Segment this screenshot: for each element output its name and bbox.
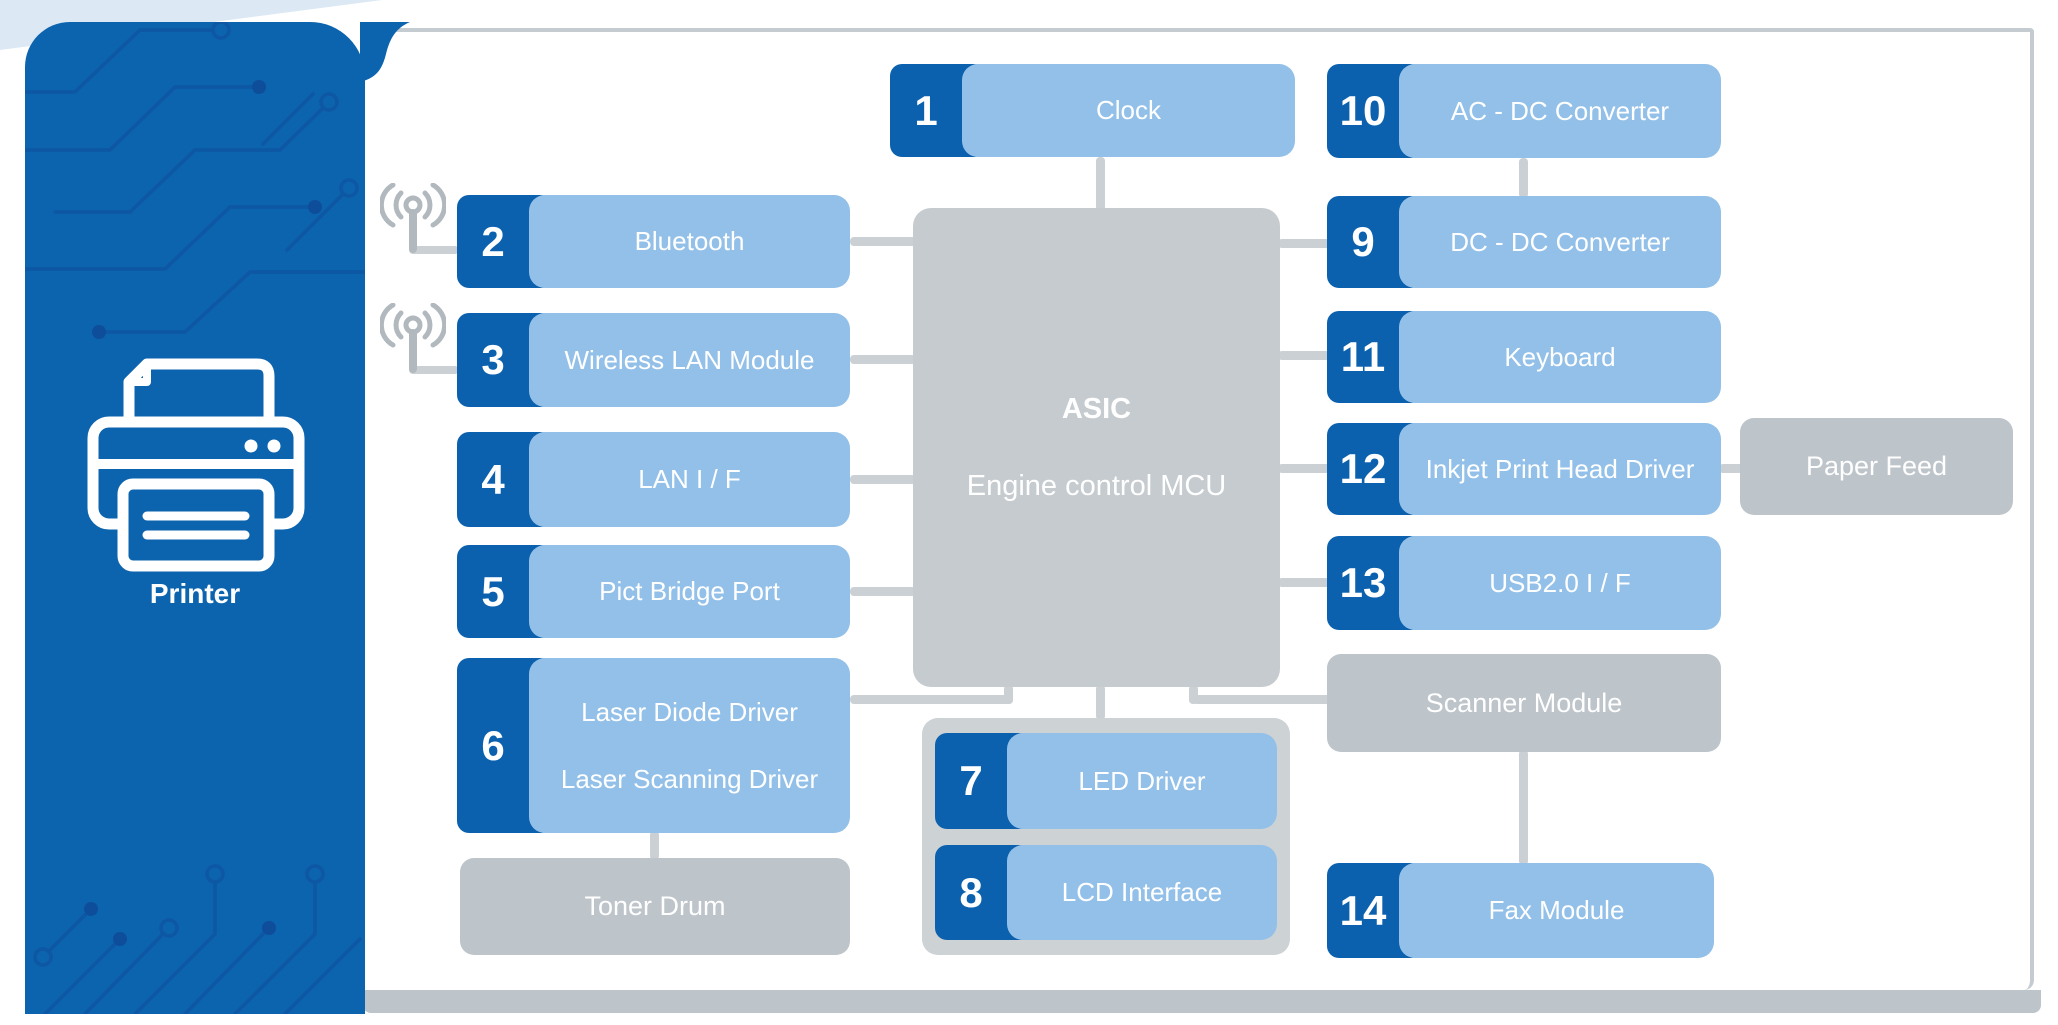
block-label: Toner Drum [584,891,726,921]
connector-antenna-bluetooth [409,246,459,254]
block-acdc-converter: 10 AC - DC Converter [1327,64,1721,158]
block-body: Wireless LAN Module [529,313,850,407]
antenna-icon [380,183,446,253]
block-label: Fax Module [1488,895,1625,925]
antenna-icon [380,303,446,373]
block-number: 4 [481,455,505,503]
block-label: Laser Diode Driver [581,696,798,727]
connector-asic-scanner-vertical [1189,685,1198,704]
block-laser-driver: 6 Laser Diode Driver Laser Scanning Driv… [457,658,850,833]
connector-asic-laser-horizontal [850,695,1013,704]
block-label: DC - DC Converter [1450,226,1670,257]
connector-asic-ledcontainer [1096,685,1105,720]
block-inkjet-head-driver: 12 Inkjet Print Head Driver [1327,423,1721,515]
sidebar-curl-decoration [360,22,410,82]
block-body: Clock [962,64,1295,157]
block-lan-if: 4 LAN I / F [457,432,850,527]
block-label: LCD Interface [1061,877,1223,907]
block-label: LAN I / F [638,464,741,494]
block-label: Bluetooth [634,226,745,256]
block-clock: 1 Clock [890,64,1295,157]
block-number: 11 [1340,333,1386,380]
block-body: LAN I / F [529,432,850,527]
block-label: LED Driver [1078,765,1206,796]
block-number: 12 [1339,445,1387,492]
block-number: 6 [481,721,505,769]
block-body: AC - DC Converter [1399,64,1721,158]
block-body: Inkjet Print Head Driver [1399,423,1721,515]
block-number: 14 [1339,886,1387,934]
block-body: Laser Diode Driver Laser Scanning Driver [529,658,850,833]
block-number: 7 [959,757,983,804]
block-label-2: Laser Scanning Driver [560,763,819,794]
block-label: Inkjet Print Head Driver [1425,453,1695,484]
block-number: 10 [1339,87,1387,134]
connector-bluetooth-asic [850,237,916,246]
connector-asic-usb [1278,578,1330,587]
block-number: 5 [481,567,505,615]
block-body: Bluetooth [529,195,850,288]
block-bluetooth: 2 Bluetooth [457,195,850,288]
connector-wlan-asic [850,355,916,364]
block-usb-if: 13 USB2.0 I / F [1327,536,1721,630]
block-led-driver: 7 LED Driver [935,733,1277,829]
block-scanner-module: Scanner Module [1327,654,1721,752]
block-pictbridge: 5 Pict Bridge Port [457,545,850,638]
connector-asic-inkjet [1278,464,1330,473]
block-body: Fax Module [1399,863,1714,958]
block-lcd-interface: 8 LCD Interface [935,845,1277,940]
connector-lan-asic [850,475,916,484]
connector-asic-scanner-horizontal [1193,695,1331,704]
block-number: 1 [914,86,938,134]
block-body: DC - DC Converter [1399,196,1721,288]
connector-asic-keyboard [1278,351,1330,360]
circuit-pattern-decoration [25,22,365,1014]
block-label: Scanner Module [1425,687,1623,718]
block-label: Wireless LAN Module [564,344,815,375]
block-label: AC - DC Converter [1450,95,1670,126]
connector-asic-laser-vertical [1004,685,1013,704]
block-body: LCD Interface [1007,845,1277,940]
connector-asic-dcdc [1278,239,1330,248]
block-paper-feed: Paper Feed [1740,418,2013,515]
block-toner-drum: Toner Drum [460,858,850,955]
asic-subtitle: Engine control MCU [966,469,1227,502]
block-wireless-lan: 3 Wireless LAN Module [457,313,850,407]
block-dcdc-converter: 9 DC - DC Converter [1327,196,1721,288]
connector-antenna-wlan [409,366,459,374]
asic-title: ASIC [1061,392,1132,425]
block-label: Paper Feed [1805,451,1948,481]
block-number: 2 [481,217,505,265]
sidebar-label: Printer [149,578,241,609]
connector-acdc-dcdc [1519,158,1528,198]
block-body: USB2.0 I / F [1399,536,1721,630]
connector-laser-toner [650,831,659,860]
printer-icon [85,358,309,577]
block-number: 8 [959,868,983,916]
block-fax-module: 14 Fax Module [1327,863,1714,958]
block-body: LED Driver [1007,733,1277,829]
block-asic: ASIC Engine control MCU [913,208,1280,687]
block-label: USB2.0 I / F [1489,567,1631,598]
block-body: Pict Bridge Port [529,545,850,638]
block-label: Keyboard [1504,341,1616,372]
connector-pictbridge-asic [850,587,916,596]
block-body: Keyboard [1399,311,1721,403]
block-number: 13 [1339,559,1387,606]
connector-inkjet-paperfeed [1719,464,1743,473]
block-number: 3 [481,336,505,383]
connector-clock-asic [1096,157,1105,211]
block-keyboard: 11 Keyboard [1327,311,1721,403]
block-label: Pict Bridge Port [599,576,780,606]
connector-scanner-fax [1519,750,1528,865]
block-number: 9 [1351,218,1375,265]
panel-bottom-band [363,990,2041,1013]
block-label: Clock [1095,95,1161,125]
